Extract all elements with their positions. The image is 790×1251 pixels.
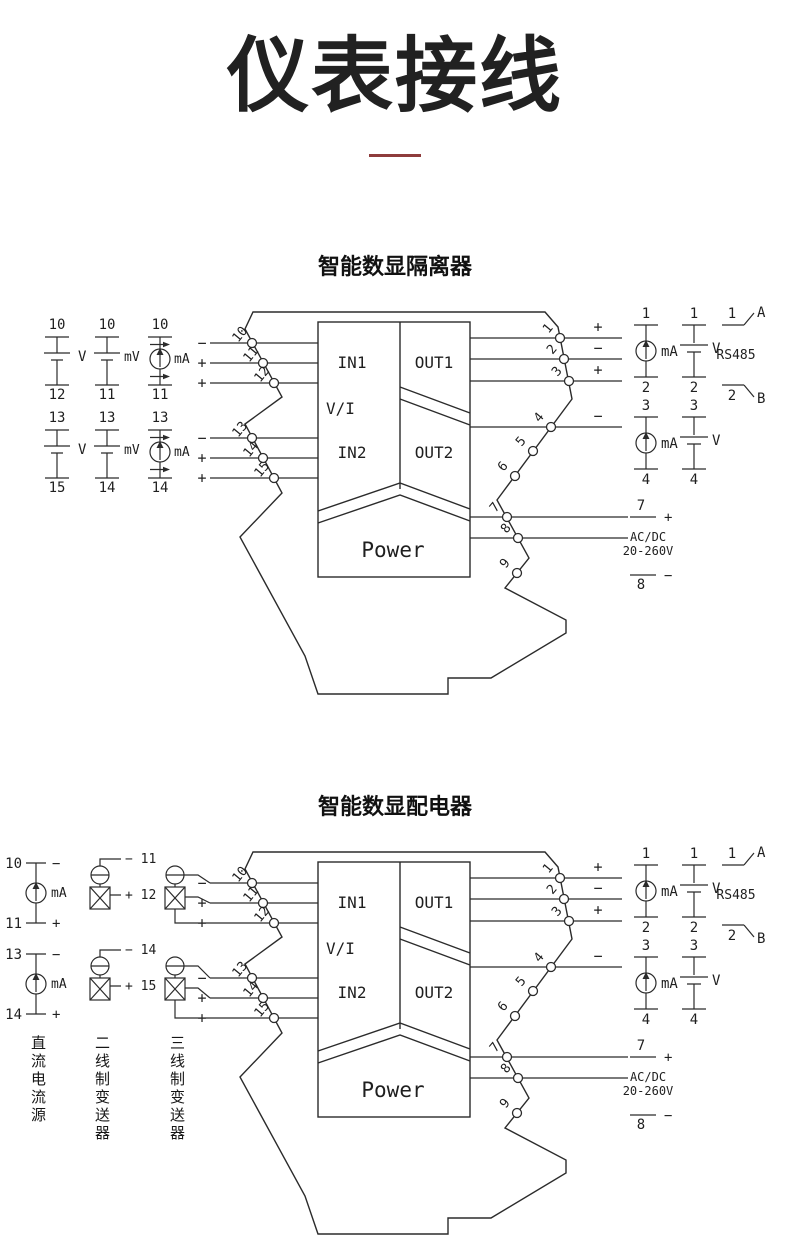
terminal-ref: 11 — [99, 387, 116, 403]
wire-terminal-ref: + 12 — [125, 888, 156, 903]
distributor-diagram: 10 − mA 11 + 13 − mA 14 + − 11 + 12 − 14… — [0, 827, 790, 1251]
symbol-label: mA — [174, 445, 190, 460]
symbol-label: mA — [174, 352, 190, 367]
isolator-wiring-svg: IN1 OUT1 V/I IN2 OUT2 Power − + + − + + — [44, 304, 767, 695]
mv-source-symbol — [94, 429, 120, 479]
input-arrowheads — [156, 341, 170, 473]
terminal-ref: 11 — [5, 916, 22, 932]
terminal-ref: 10 — [152, 317, 169, 333]
polarity-sign: + — [52, 916, 60, 932]
module-instance — [196, 304, 767, 695]
voltage-source-symbol — [44, 336, 70, 386]
module-instance — [196, 844, 767, 1235]
voltage-source-symbol — [44, 429, 70, 479]
wire-terminal-ref: − 11 — [125, 852, 156, 867]
terminal-ref: 10 — [49, 317, 66, 333]
symbol-label: mA — [51, 977, 67, 992]
terminal-ref: 13 — [49, 410, 66, 426]
legend-two-wire-transmitter: 二线制变送器 — [93, 1035, 111, 1144]
page-header: 仪表接线 — [0, 0, 790, 158]
page-title: 仪表接线 — [226, 29, 563, 124]
input-labels: 10 − mA 11 + 13 − mA 14 + − 11 + 12 − 14… — [5, 852, 156, 1023]
wire-terminal-ref: − 14 — [125, 943, 156, 958]
terminal-ref: 14 — [99, 480, 116, 496]
current-source-wires — [26, 953, 46, 1015]
input-arrowheads — [32, 882, 40, 981]
terminal-ref: 12 — [49, 387, 66, 403]
terminal-ref: 13 — [152, 410, 169, 426]
symbol-label: mV — [124, 350, 140, 365]
isolator-title: 智能数显隔离器 — [317, 255, 472, 281]
polarity-sign: + — [52, 1007, 60, 1023]
terminal-ref: 10 — [99, 317, 116, 333]
distributor-inputs: 10 − mA 11 + 13 − mA 14 + − 11 + 12 − 14… — [5, 852, 211, 1023]
terminal-ref: 13 — [5, 947, 22, 963]
distributor-wiring-svg: 10 − mA 11 + 13 − mA 14 + − 11 + 12 − 14… — [5, 844, 767, 1235]
mv-source-symbol — [94, 336, 120, 386]
terminal-ref: 11 — [152, 387, 169, 403]
polarity-sign: − — [52, 856, 60, 872]
title-divider — [369, 154, 421, 158]
terminal-ref: 15 — [49, 480, 66, 496]
symbol-label: mA — [51, 886, 67, 901]
symbol-label: V — [78, 349, 87, 365]
isolator-diagram: IN1 OUT1 V/I IN2 OUT2 Power − + + − + + — [0, 287, 790, 707]
polarity-sign: − — [52, 947, 60, 963]
distributor-title: 智能数显配电器 — [317, 795, 472, 821]
input-artwork — [25, 858, 211, 1019]
symbol-label: V — [78, 442, 87, 458]
distributor-section: 智能数显配电器 — [0, 789, 790, 1251]
input-labels: 10 V 12 10 mV 11 10 mA 11 13 V 15 13 mV … — [49, 317, 190, 496]
terminal-ref: 13 — [99, 410, 116, 426]
legend-dc-current-source: 直流电流源 — [29, 1035, 47, 1126]
terminal-ref: 10 — [5, 856, 22, 872]
input-artwork — [44, 336, 172, 479]
isolator-section: 智能数显隔离器 IN1 OUT1 — [0, 249, 790, 707]
wire-terminal-ref: + 15 — [125, 979, 156, 994]
isolator-inputs: 10 V 12 10 mV 11 10 mA 11 13 V 15 13 mV … — [44, 317, 190, 496]
legend-three-wire-transmitter: 三线制变送器 — [168, 1035, 186, 1144]
current-source-wires — [148, 336, 172, 386]
terminal-ref: 14 — [5, 1007, 22, 1023]
symbol-label: mV — [124, 443, 140, 458]
current-source-wires — [148, 429, 172, 479]
current-source-wires — [26, 862, 46, 924]
terminal-ref: 14 — [152, 480, 169, 496]
